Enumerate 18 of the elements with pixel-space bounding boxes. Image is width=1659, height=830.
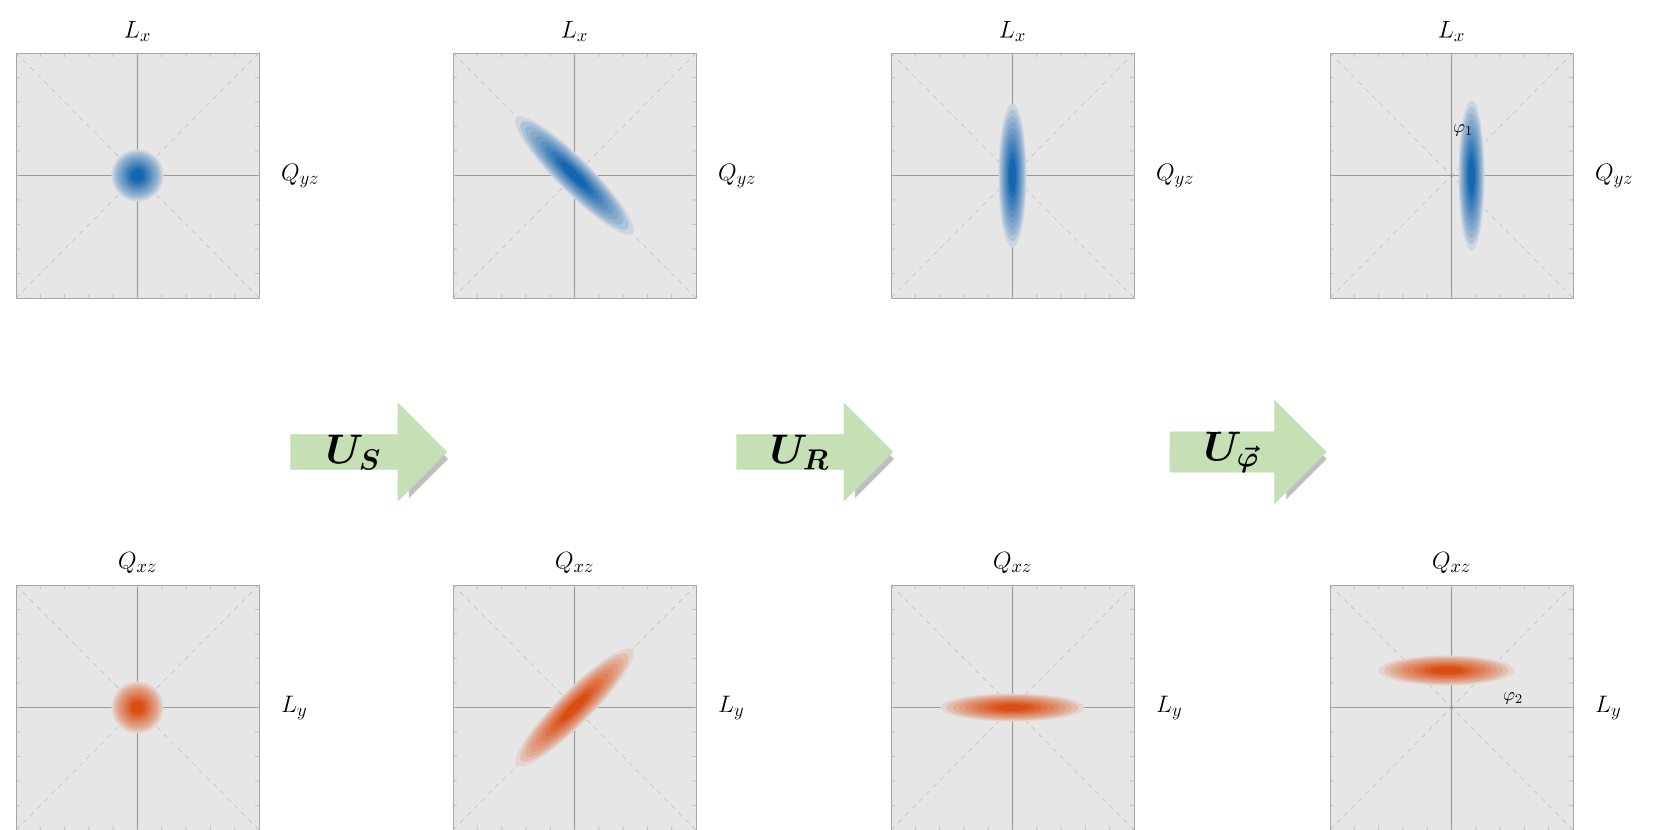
axis-label: $Q_{xz}$ xyxy=(1433,551,1470,573)
axis-label: $Q_{yz}$ xyxy=(1596,163,1632,188)
axis-label: $L_y$ xyxy=(282,695,306,720)
angle-label: $\varphi_1$ xyxy=(1454,124,1471,137)
axis-label: $L_x$ xyxy=(562,21,587,42)
axis-label: $L_y$ xyxy=(719,695,743,720)
axis-label: $Q_{xz}$ xyxy=(556,551,593,573)
angle-label: $\varphi_2$ xyxy=(1504,692,1522,705)
axis-label: $Q_{yz}$ xyxy=(1157,163,1193,188)
axis-label: $Q_{yz}$ xyxy=(282,163,318,188)
axis-label: $L_x$ xyxy=(125,21,150,42)
axis-label: $Q_{xz}$ xyxy=(994,551,1031,573)
axis-label: $Q_{xz}$ xyxy=(119,551,156,573)
axis-label: $L_y$ xyxy=(1596,695,1620,720)
axis-label: $Q_{yz}$ xyxy=(719,163,755,188)
axis-label: $L_x$ xyxy=(1000,21,1025,42)
axis-label: $L_y$ xyxy=(1157,695,1181,720)
axis-label: $L_x$ xyxy=(1439,21,1464,42)
